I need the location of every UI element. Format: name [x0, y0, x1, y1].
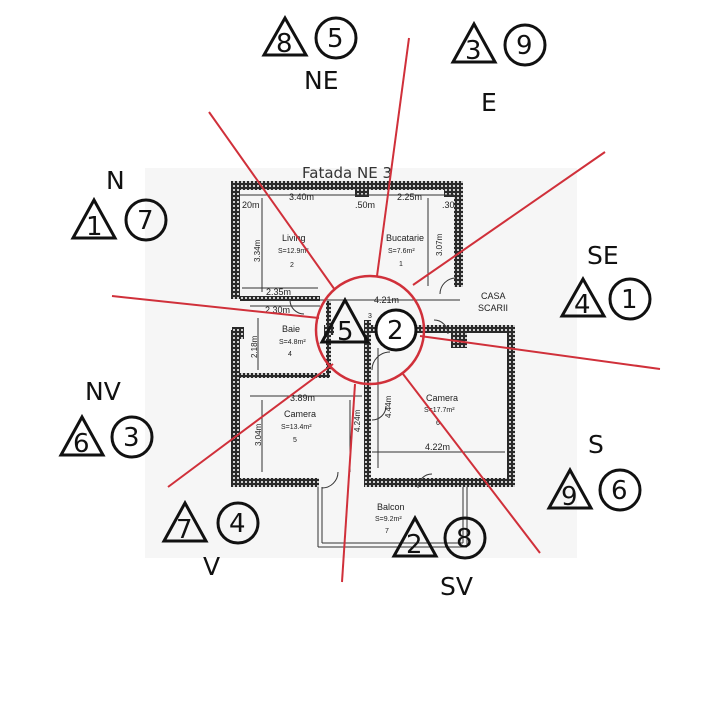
- sector-s: 9 6 S: [546, 430, 642, 512]
- sector-lines: [111, 37, 661, 583]
- triangle-icon: [450, 20, 498, 64]
- room-area-baie: S=4.8m²: [279, 339, 306, 346]
- sector-n-direction: N: [106, 166, 125, 195]
- sector-e: 3 9 E: [450, 20, 547, 117]
- triangle-icon: [546, 466, 594, 510]
- dim-camera-right-width: 4.22m: [425, 442, 450, 452]
- sector-n-circle-num: 7: [137, 206, 154, 236]
- room-name-living: Living: [282, 233, 306, 243]
- sector-e-direction: E: [481, 88, 497, 117]
- circle-icon: [124, 198, 168, 242]
- triangle-icon: [391, 514, 439, 558]
- dim-hall-width: 4.21m: [374, 295, 399, 305]
- stair-label-2: SCARII: [478, 303, 508, 313]
- triangle-icon: [319, 296, 371, 344]
- room-area-bucatarie: S=7.6m²: [388, 248, 415, 255]
- dim-top-corner-left: 20m: [242, 200, 260, 210]
- triangle-icon: [70, 196, 118, 240]
- room-num-living: 2: [290, 262, 294, 269]
- circle-icon: [314, 16, 358, 60]
- plan-paper: [145, 168, 577, 558]
- center-group: 5 2: [319, 296, 418, 352]
- dim-top-corner-right: .30: [442, 200, 455, 210]
- sector-v-direction: V: [203, 552, 220, 581]
- room-labels: Living S=12.9m² 2 Bucatarie S=7.6m² 1 Ba…: [278, 233, 508, 535]
- sector-se-circle-num: 1: [621, 285, 638, 315]
- sector-s-triangle-num: 9: [561, 482, 578, 512]
- room-num-camera-right: 6: [436, 420, 440, 427]
- room-area-balcon: S=9.2m²: [375, 516, 402, 523]
- room-area-camera-left: S=13.4m²: [281, 424, 312, 431]
- center-circle-num: 2: [387, 316, 404, 346]
- sector-se: 4 1 SE: [559, 241, 652, 321]
- dim-camera-left-height: 3.04m: [254, 423, 263, 446]
- sector-se-triangle-num: 4: [574, 290, 591, 320]
- sector-v: 7 4 V: [161, 499, 260, 581]
- room-num-baie: 4: [288, 351, 292, 358]
- room-name-camera-right: Camera: [426, 393, 458, 403]
- circle-icon: [443, 516, 487, 560]
- circle-icon: [598, 468, 642, 512]
- dim-kitchen-height: 3.07m: [435, 233, 444, 256]
- dim-corridor-height: 4.24m: [353, 409, 362, 432]
- sector-v-circle-num: 4: [229, 509, 246, 539]
- dim-top-mid: .50m: [355, 200, 375, 210]
- sector-e-circle-num: 9: [516, 31, 533, 61]
- circle-icon: [608, 277, 652, 321]
- center-triangle-num: 5: [337, 317, 354, 347]
- room-num-camera-left: 5: [293, 437, 297, 444]
- room-name-camera-left: Camera: [284, 409, 316, 419]
- circle-icon: [503, 23, 547, 67]
- sector-ne: 8 5 NE: [261, 14, 358, 95]
- sector-se-direction: SE: [587, 241, 619, 270]
- facade-label: Fatada NE 3: [302, 164, 392, 182]
- sector-nv-direction: NV: [85, 377, 121, 406]
- dim-living-height: 3.34m: [253, 239, 262, 262]
- sector-s-circle-num: 6: [611, 476, 628, 506]
- sector-nv: 6 3 NV: [58, 377, 154, 459]
- sector-sv-triangle-num: 2: [406, 530, 423, 560]
- room-name-balcon: Balcon: [377, 502, 405, 512]
- circle-icon: [110, 415, 154, 459]
- sector-nv-circle-num: 3: [123, 423, 140, 453]
- dim-camera-right-height: 4.44m: [384, 395, 393, 418]
- triangle-icon: [58, 413, 106, 457]
- dim-living-bottom: 2.35m: [266, 287, 291, 297]
- triangle-icon: [161, 499, 209, 543]
- triangle-icon: [559, 275, 607, 318]
- room-num-bucatarie: 1: [399, 261, 403, 268]
- circle-icon: [374, 308, 418, 352]
- sector-n-triangle-num: 1: [86, 212, 103, 242]
- sector-s-direction: S: [588, 430, 604, 459]
- room-num-hall: 3: [368, 313, 372, 320]
- sector-n: 1 7 N: [70, 166, 168, 242]
- sector-ne-circle-num: 5: [327, 24, 344, 54]
- circle-icon: [216, 501, 260, 545]
- stair-label-1: CASA: [481, 291, 506, 301]
- dim-camera-left-width: 3.89m: [290, 393, 315, 403]
- sector-sv-direction: SV: [440, 572, 473, 601]
- sector-v-triangle-num: 7: [176, 515, 193, 545]
- dimension-labels: 3.40m 2.25m .50m 20m .30 3.34m 3.07m 4.2…: [242, 192, 455, 452]
- room-name-baie: Baie: [282, 324, 300, 334]
- sector-nv-triangle-num: 6: [73, 429, 90, 459]
- dim-top-right: 2.25m: [397, 192, 422, 202]
- sector-ne-triangle-num: 8: [276, 29, 293, 59]
- dim-baie-width: 2.30m: [265, 305, 290, 315]
- sector-sv: 2 8 SV: [391, 514, 487, 601]
- triangle-icon: [261, 14, 309, 57]
- room-area-camera-right: S=17.7m²: [424, 407, 455, 414]
- sector-e-triangle-num: 3: [465, 36, 482, 66]
- room-area-living: S=12.9m²: [278, 248, 309, 255]
- room-name-bucatarie: Bucatarie: [386, 233, 424, 243]
- dim-top-left: 3.40m: [289, 192, 314, 202]
- dim-baie-height: 2.18m: [250, 335, 259, 358]
- center-circle: [314, 274, 426, 386]
- sector-sv-circle-num: 8: [456, 524, 473, 554]
- room-num-balcon: 7: [385, 528, 389, 535]
- sector-ne-direction: NE: [304, 66, 339, 95]
